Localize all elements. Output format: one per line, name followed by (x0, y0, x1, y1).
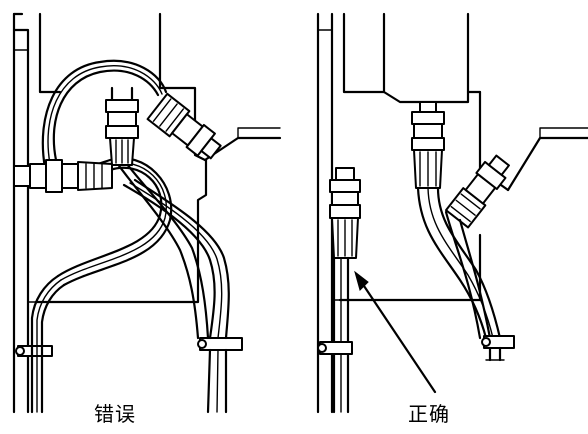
correct-routing-panel (316, 12, 588, 414)
wrong-routing-panel (12, 12, 282, 414)
wrong-label: 错误 (94, 402, 136, 426)
correct-label: 正确 (408, 402, 450, 426)
